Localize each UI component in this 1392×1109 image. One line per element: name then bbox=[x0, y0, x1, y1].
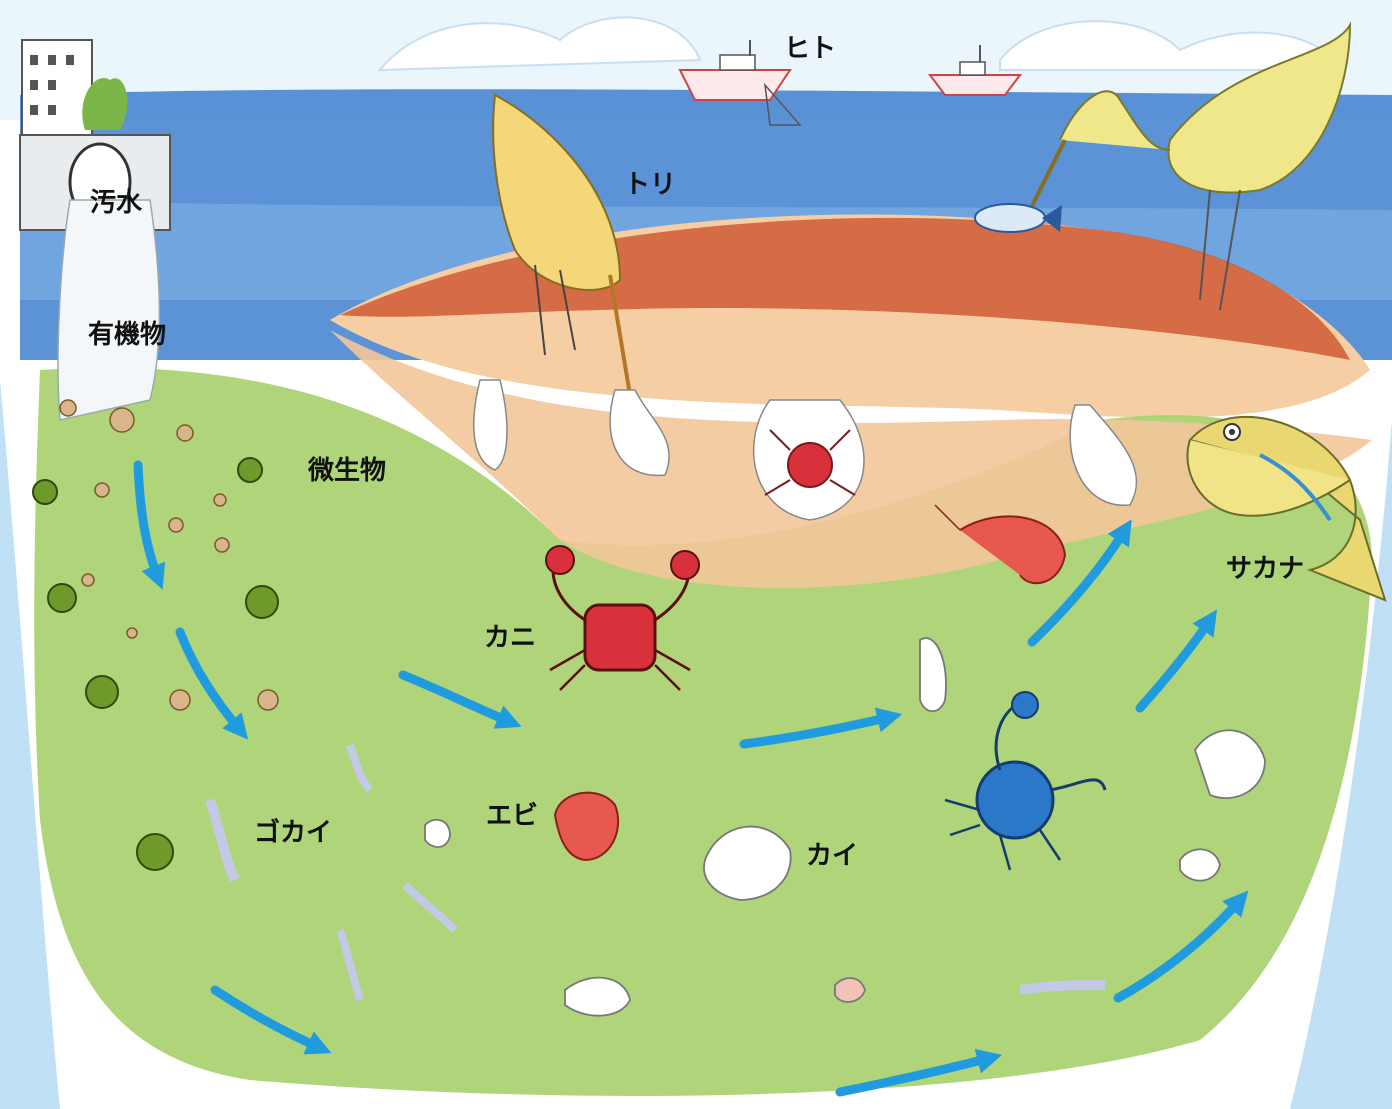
label-crab: カニ bbox=[484, 625, 536, 651]
label-fish: サカナ bbox=[1226, 556, 1304, 582]
label-sewage: 汚水 bbox=[90, 190, 142, 216]
label-shrimp: エビ bbox=[486, 803, 538, 829]
label-lugworm: ゴカイ bbox=[254, 820, 332, 846]
label-human: ヒト bbox=[784, 36, 836, 62]
sewage-stream bbox=[58, 200, 159, 420]
label-shellfish: カイ bbox=[806, 843, 858, 869]
label-microorganism: 微生物 bbox=[308, 458, 386, 484]
label-bird: トリ bbox=[624, 172, 676, 198]
label-organic-matter: 有機物 bbox=[88, 322, 166, 348]
